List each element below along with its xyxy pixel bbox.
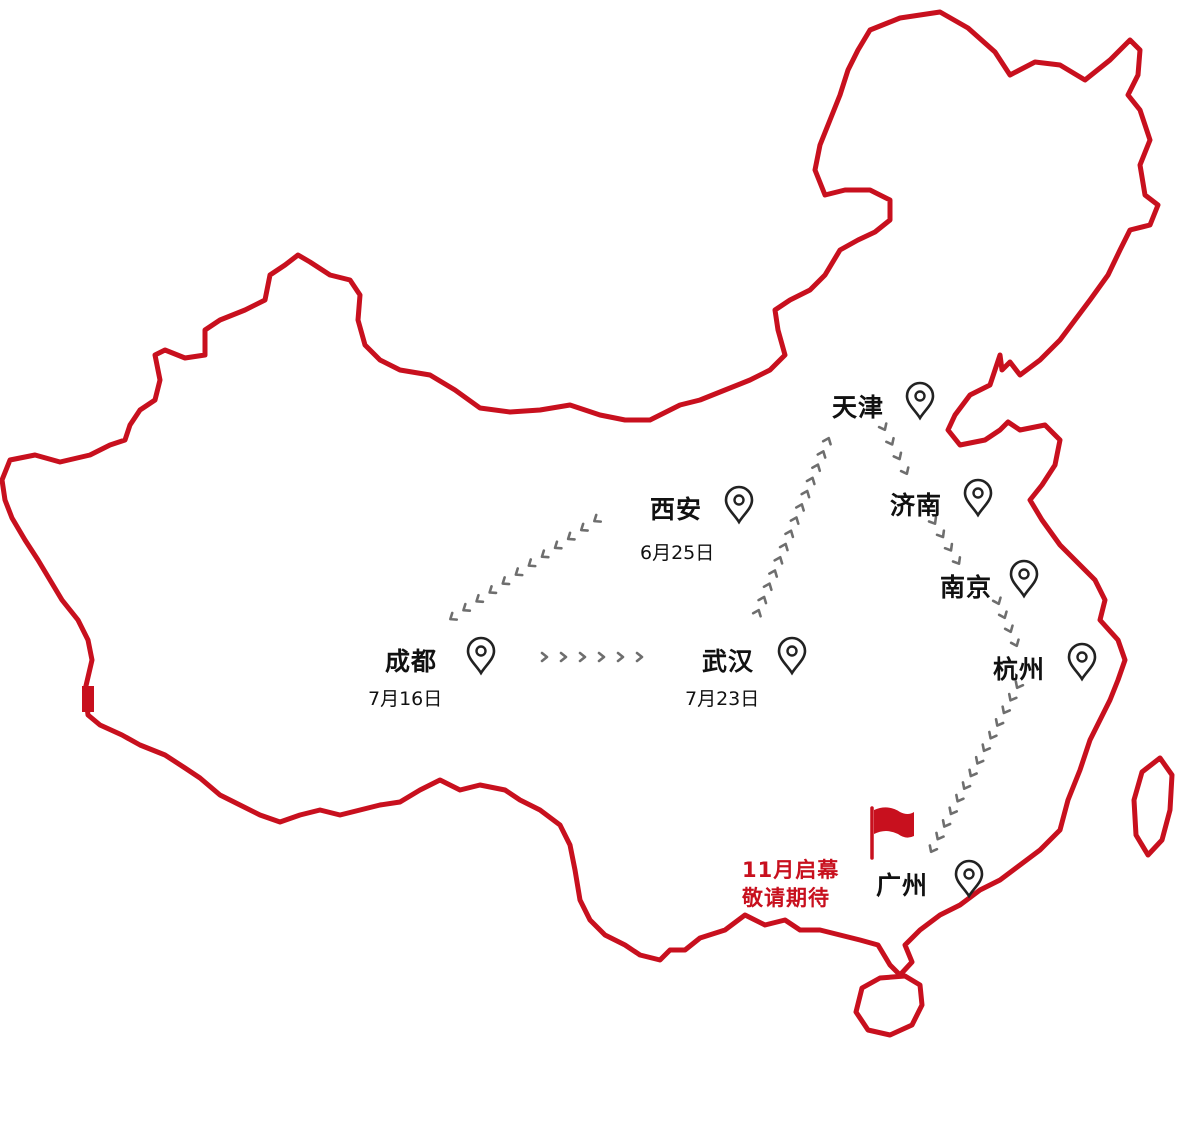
chevron-arrow-icon [928,844,939,854]
chevron-arrow-icon [955,793,965,803]
chevron-arrow-icon [768,569,779,578]
hainan-island [853,973,925,1038]
map-pin-icon [954,859,984,899]
chevron-arrow-icon [578,651,587,663]
chevron-arrow-icon [778,542,789,552]
city-label-jinan: 济南 [890,491,943,520]
chevron-arrow-icon [449,611,459,621]
chevron-arrow-icon [811,463,822,473]
chevron-arrow-icon [948,806,959,816]
chevron-arrow-icon [892,451,903,461]
chevron-arrow-icon [616,651,625,663]
chevron-arrow-icon [559,651,568,663]
chevron-arrow-icon [579,522,589,532]
date-label-chengdu: 7月16日 [368,688,443,710]
chevron-arrow-icon [877,422,888,432]
chevron-arrow-icon [961,781,972,790]
chevron-arrow-icon [757,595,768,605]
chevron-arrow-icon [475,593,485,604]
chevron-arrow-icon [994,717,1005,727]
city-label-wuhan: 武汉 [702,647,755,676]
chevron-arrow-icon [553,540,563,550]
map-pin-icon [724,485,754,525]
chevron-arrow-icon [784,529,795,539]
city-label-guangzhou: 广州 [876,871,929,900]
chevron-arrow-icon [805,476,816,486]
chevron-arrow-icon [927,516,938,526]
chevron-arrow-icon [935,529,946,539]
map-pin-icon [466,636,496,676]
map-pin-icon [963,478,993,518]
city-label-tianjin: 天津 [832,393,885,422]
chevron-arrow-icon [540,651,549,663]
map-pin-icon [905,381,935,421]
chevron-arrow-icon [1014,680,1025,690]
chevron-arrow-icon [593,513,603,523]
chevron-arrow-icon [597,651,606,663]
chevron-arrow-icon [566,531,576,541]
city-pins [466,381,1097,899]
city-label-nanjing: 南京 [940,573,993,602]
chevron-arrow-icon [462,602,472,613]
map-pin-icon [1067,642,1097,682]
city-label-xian: 西安 [650,495,703,524]
chevron-arrow-icon [794,503,805,512]
border-marker [82,686,94,712]
chevron-arrow-icon [501,576,511,586]
city-label-chengdu: 成都 [385,647,438,676]
chevron-arrow-icon [773,555,784,565]
chevron-arrow-icon [635,651,644,663]
chevron-arrow-icon [1003,624,1014,634]
promo-line-2: 敬请期待 [742,886,830,910]
chevron-arrow-icon [762,582,773,592]
chevron-arrow-icon [751,608,762,618]
chevron-arrow-icon [943,542,954,552]
chevron-arrow-icon [981,743,992,753]
promo-line-1: 11月启幕 [742,858,840,882]
chevron-arrow-icon [800,489,811,499]
mainland-border [0,9,1161,978]
route-arrows [449,422,1025,854]
chevron-arrow-icon [514,567,524,577]
chevron-arrow-icon [968,768,978,778]
chevron-arrow-icon [899,466,910,476]
flag-icon [870,806,914,860]
chevron-arrow-icon [821,436,832,446]
chevron-arrow-icon [974,755,985,765]
chevron-arrow-icon [885,436,895,446]
date-label-wuhan: 7月23日 [685,688,760,710]
date-label-xian: 6月25日 [640,542,715,564]
map-pin-icon [1009,559,1039,599]
chevron-arrow-icon [1001,705,1012,715]
chevron-arrow-icon [789,516,800,525]
chevron-arrow-icon [951,556,962,566]
chevron-arrow-icon [816,450,827,459]
chevron-arrow-icon [488,585,498,595]
chevron-arrow-icon [935,831,945,841]
chevron-arrow-icon [941,818,952,828]
chevron-arrow-icon [988,730,998,740]
city-label-hangzhou: 杭州 [993,655,1046,684]
chevron-arrow-icon [527,558,537,568]
map-pin-icon [777,636,807,676]
chevron-arrow-icon [997,610,1008,620]
chevron-arrow-icon [991,596,1002,606]
chevron-arrow-icon [540,549,550,559]
chevron-arrow-icon [1007,692,1018,702]
taiwan-island [1131,755,1175,858]
chevron-arrow-icon [1009,638,1020,648]
